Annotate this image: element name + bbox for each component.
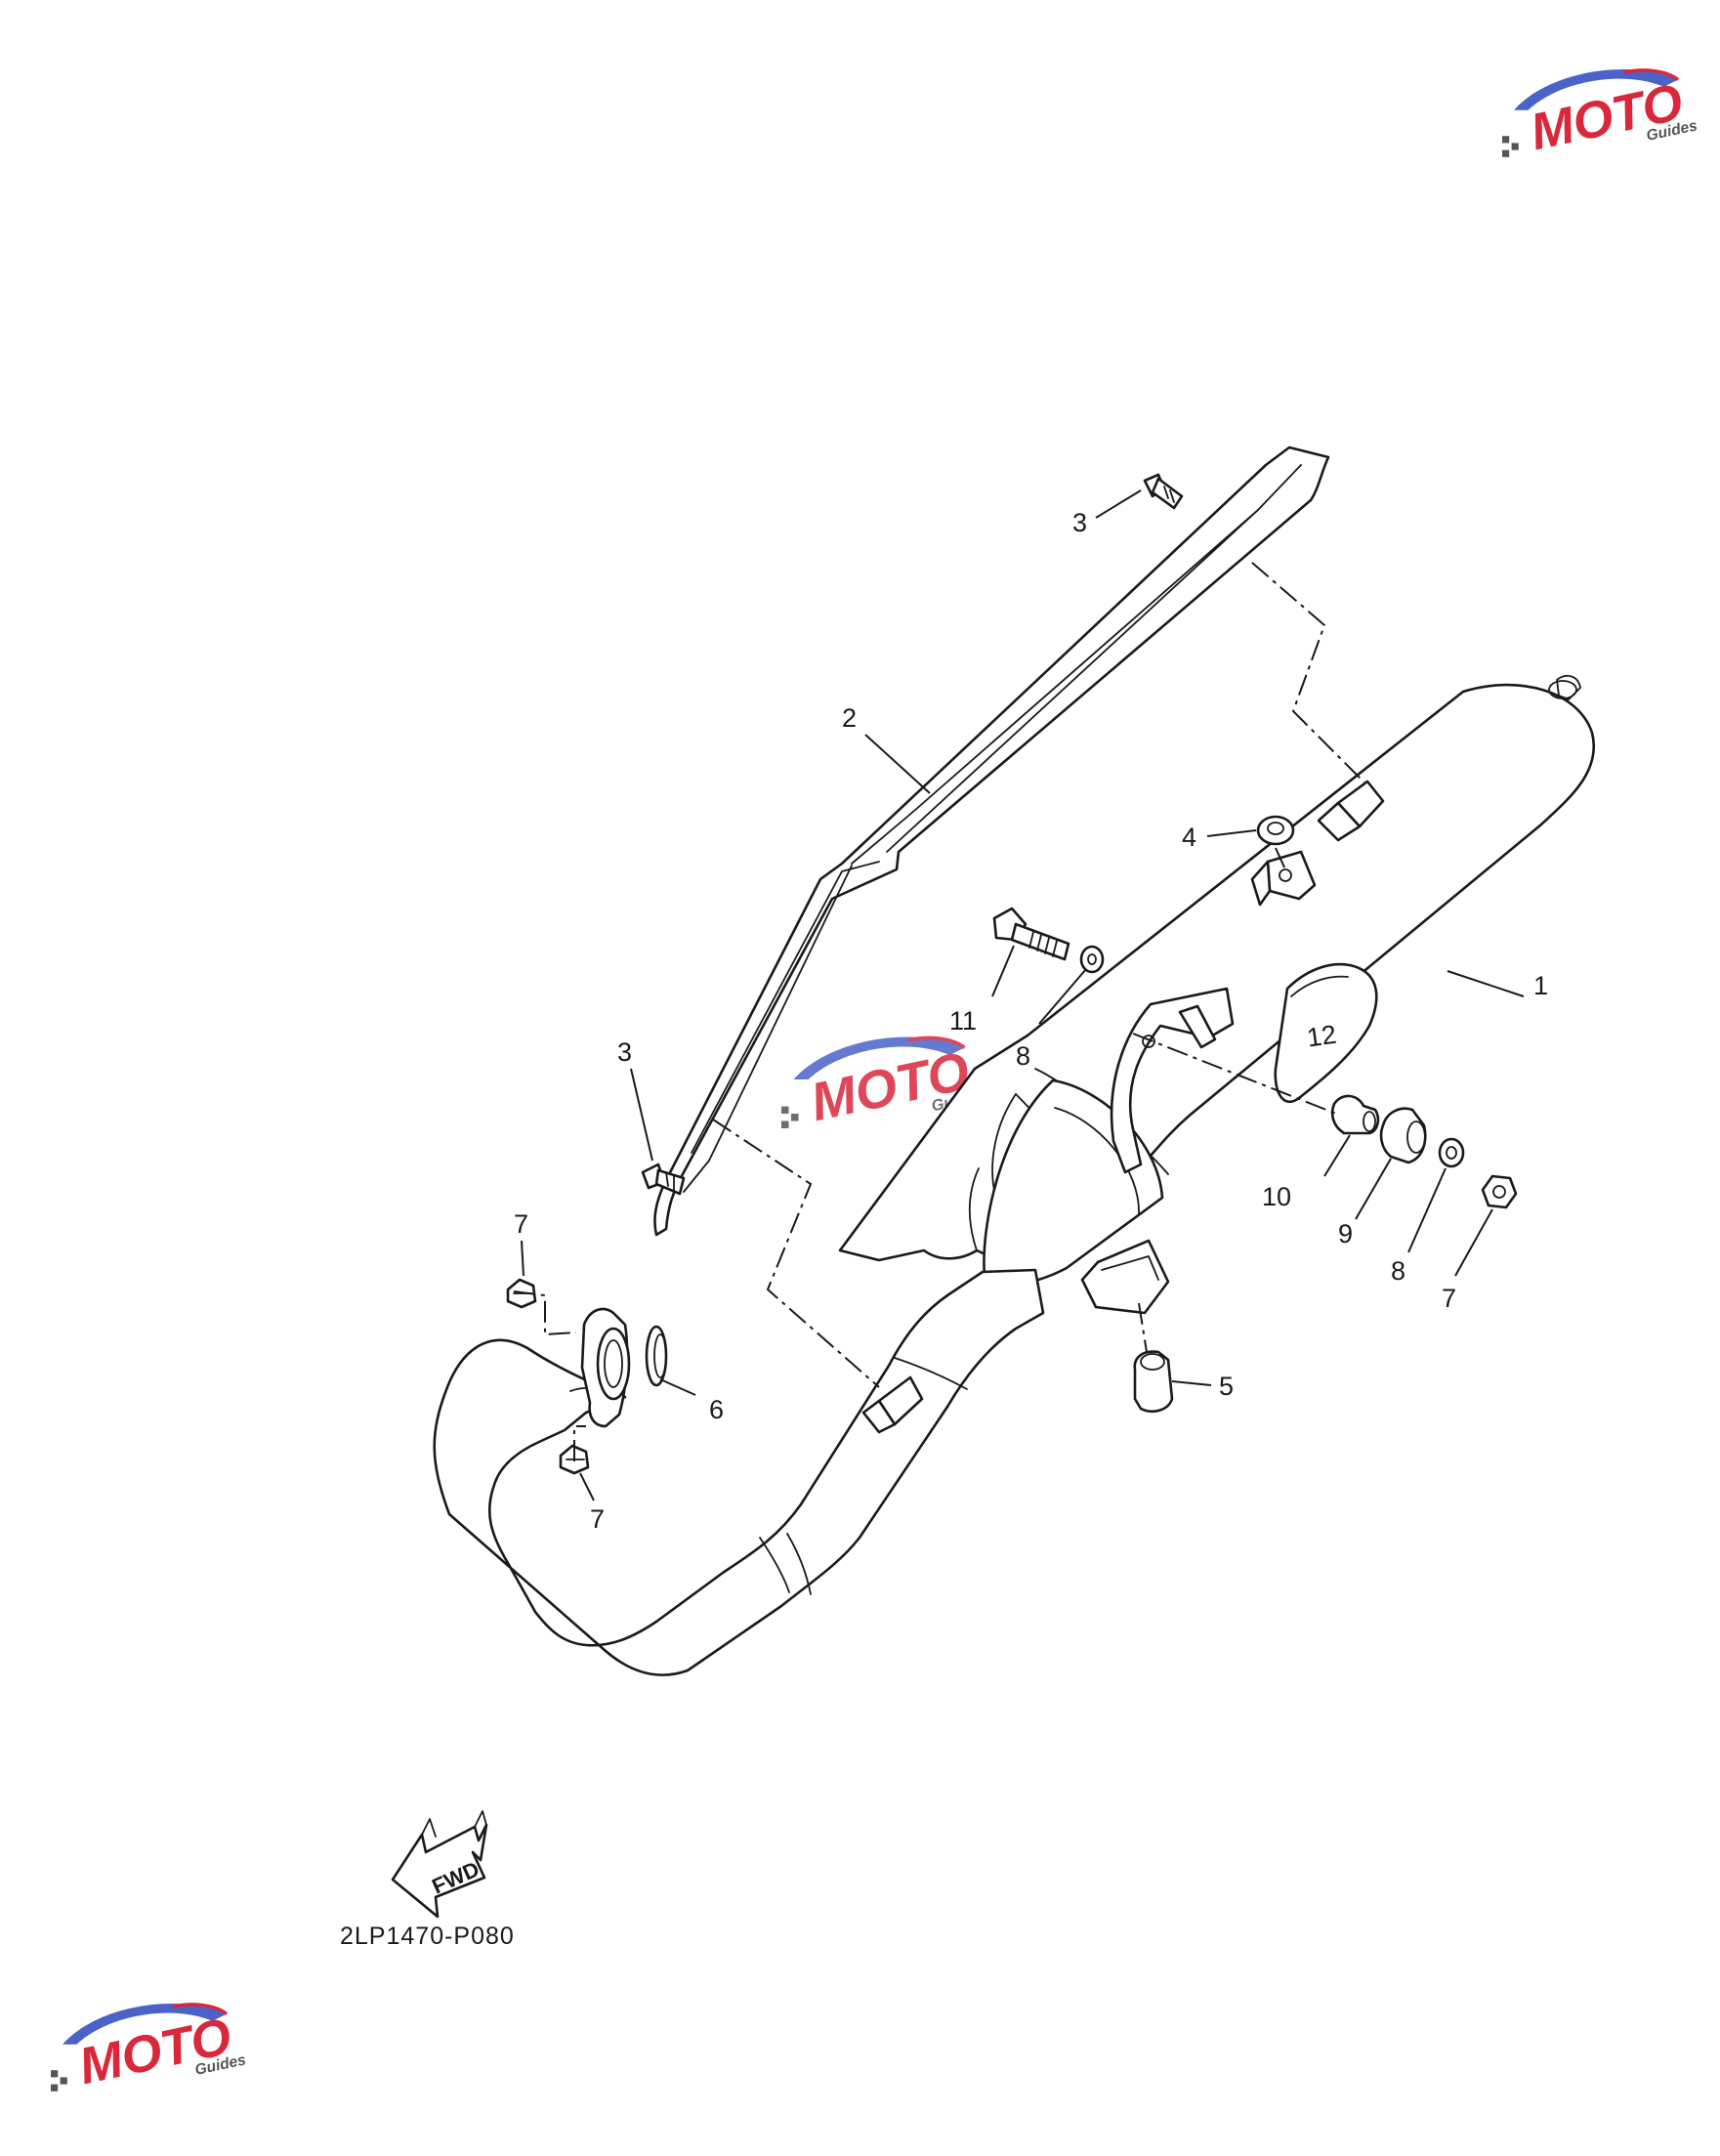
callout-5: 5 [1219, 1372, 1234, 1401]
callout-8-upper: 8 [1016, 1041, 1030, 1071]
gasket-part-6 [645, 1325, 668, 1387]
bolt-part-3-lower [641, 1163, 686, 1196]
shield-mount-tab-lower [861, 1375, 924, 1434]
diagram-code: 2LP1470-P080 [340, 1923, 515, 1950]
collar-part-10 [1330, 1094, 1380, 1135]
muffler-mount-bracket [1110, 987, 1235, 1174]
nut-part-7-right [1481, 1174, 1518, 1209]
callout-7-bottom: 7 [590, 1504, 605, 1534]
callout-6: 6 [709, 1395, 724, 1424]
callout-3-upper: 3 [1072, 508, 1087, 537]
callout-2: 2 [842, 703, 857, 733]
callout-11: 11 [949, 1006, 977, 1036]
callout-labels: 1 2 3 3 4 5 6 7 7 7 8 8 9 10 11 12 [514, 508, 1548, 1534]
callout-3-lower: 3 [617, 1037, 632, 1067]
washer-part-8-upper [1079, 945, 1105, 974]
watermark-logo-bottom [49, 2002, 250, 2098]
callout-7-top: 7 [514, 1209, 528, 1239]
callout-9: 9 [1338, 1219, 1353, 1248]
callout-12: 12 [1305, 1020, 1338, 1053]
muffler-lower-bracket [1080, 1239, 1170, 1315]
leader-lines [521, 489, 1525, 1501]
bolt-part-3-upper [1143, 473, 1184, 510]
callout-8-lower: 8 [1391, 1256, 1405, 1286]
callout-4: 4 [1182, 823, 1196, 852]
callout-1: 1 [1533, 971, 1548, 1000]
damper-part-9 [1379, 1107, 1427, 1164]
grommet-part-4 [1256, 815, 1295, 846]
alignment-lines [513, 562, 1366, 1461]
exhaust-pipe [433, 1268, 1045, 1676]
shield-mount-tab-upper [1317, 780, 1385, 842]
washer-part-8-lower [1438, 1137, 1465, 1168]
callout-10: 10 [1262, 1182, 1291, 1211]
bolt-part-11 [992, 907, 1070, 961]
watermark-logo-top [1500, 67, 1701, 164]
muffler-top-bracket [1250, 850, 1317, 907]
heat-shield-part-2 [653, 445, 1330, 1237]
damper-part-5 [1133, 1350, 1174, 1413]
callout-7-right: 7 [1442, 1284, 1456, 1313]
forward-direction-arrow: FWD [391, 1810, 488, 1919]
exhaust-flange [580, 1307, 631, 1428]
